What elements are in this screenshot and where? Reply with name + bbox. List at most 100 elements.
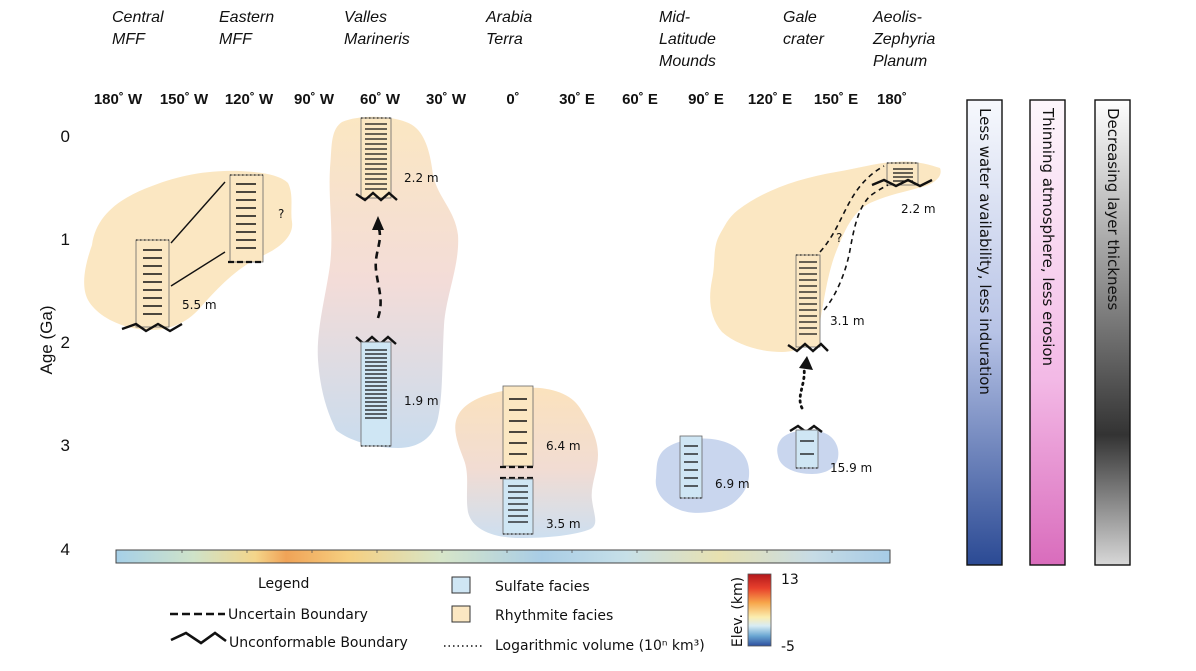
unconformable-boundary [871,178,933,188]
lon-label: 150˚ W [160,91,209,108]
trend-bar-water [966,99,1003,566]
lon-label: 30˚ E [559,91,595,108]
legend-uncertain-label: Uncertain Boundary [228,607,368,623]
elevation-max-label: 13 [781,572,799,588]
thickness-label: 3.5 m [546,517,581,531]
trend-bar-atmosphere [1029,99,1066,566]
trend-label-thickness: Decreasing layer thickness [1104,108,1122,311]
elevation-colorbar [747,573,772,647]
column-aeolis [871,162,933,188]
layer-lines [800,440,814,455]
rhythmite-column [795,254,821,348]
thickness-label: 15.9 m [830,461,872,475]
age-tick-label: 2 [61,333,70,352]
lon-label: 90˚ W [294,91,335,108]
thickness-label: 3.1 m [830,314,865,328]
legend-sulfate-swatch [451,576,471,594]
elevation-strip [115,549,891,564]
layer-lines [509,398,527,455]
layer-lines [799,261,817,335]
thickness-label: 6.4 m [546,439,581,453]
region-blob-mid-latitude [655,438,750,513]
uncertain-link-gale-aeolis [819,165,885,253]
arrow-head [372,216,384,230]
trend-label-atmosphere: Thinning atmosphere, less erosion [1039,107,1057,366]
age-tick-label: 3 [61,436,70,455]
thickness-label: 6.9 m [715,477,750,491]
column-eastern-mff [228,174,264,264]
unconformable-boundary [355,191,398,202]
unconformable-boundary [787,342,829,353]
correlation-lines [170,181,226,287]
layer-lines [236,183,256,249]
age-tick-label: 1 [61,230,70,249]
legend-sulfate-label: Sulfate facies [495,579,590,595]
rhythmite-column [360,117,392,199]
longitude-labels: 180˚ W 150˚ W 120˚ W 90˚ W 60˚ W 30˚ W 0… [94,91,907,108]
lon-label: 180˚ [877,91,907,108]
lon-label: 120˚ E [748,91,792,108]
thickness-label: 2.2 m [404,171,439,185]
legend-title: Legend [258,576,309,592]
lon-label: 60˚ W [360,91,401,108]
uncertain-link-gale-aeolis [823,184,889,311]
layer-lines [365,349,387,419]
thickness-label: 5.5 m [182,298,217,312]
layer-lines [143,249,162,315]
layer-lines [365,123,387,190]
sulfate-column [679,435,703,499]
region-blob-valles [317,116,459,448]
layer-lines [684,445,698,487]
legend-log-volume-label: Logarithmic volume (10ⁿ km³) [495,638,705,654]
elevation-scale: Elev. (km) 13 -5 [730,572,799,655]
lon-label: 120˚ W [225,91,274,108]
legend: Legend Uncertain Boundary Unconformable … [170,576,705,654]
column-gale-upper [787,254,829,353]
legend-rhythmite-swatch [451,605,471,623]
layer-lines [508,485,528,523]
elevation-min-label: -5 [781,639,795,655]
lon-label: 30˚ W [426,91,467,108]
trend-bars: Less water availability, less induration… [966,99,1131,566]
correlation-line [170,251,226,287]
legend-unconformable-label: Unconformable Boundary [229,635,408,651]
column-arabia-upper [500,385,536,469]
column-gale-lower [789,424,823,469]
column-valles-upper [355,117,398,202]
age-axis: Age (Ga) 0 1 2 3 4 [37,127,70,559]
uncertain-link-valles [374,225,382,319]
dotted-link-gale [798,366,806,410]
column-central-mff [121,239,183,333]
question-mark: ? [836,231,842,245]
lon-label: 150˚ E [814,91,858,108]
column-arabia-lower [500,476,536,535]
elevation-label: Elev. (km) [730,577,746,647]
trend-bar-thickness [1094,99,1131,566]
arrow-head [799,356,813,370]
lon-label: 180˚ W [94,91,143,108]
age-tick-label: 0 [61,127,70,146]
lon-label: 60˚ E [622,91,658,108]
legend-unconformable-sample [170,631,227,645]
lon-label: 90˚ E [688,91,724,108]
thickness-label: 1.9 m [404,394,439,408]
trend-label-water: Less water availability, less induration [976,108,994,395]
thickness-labels: 5.5 m 2.2 m 1.9 m 6.4 m 3.5 m 6.9 m 3.1 … [182,171,936,531]
correlation-line [170,181,226,244]
unconformable-boundary [121,322,183,333]
elevation-profile-bar [115,549,891,564]
column-valles-lower [355,335,397,447]
question-mark: ? [278,207,284,221]
evolution-arrows [372,165,889,410]
rhythmite-column [135,239,170,328]
lon-label: 0˚ [506,91,519,108]
legend-rhythmite-label: Rhythmite facies [495,608,613,624]
age-axis-title: Age (Ga) [37,306,56,375]
